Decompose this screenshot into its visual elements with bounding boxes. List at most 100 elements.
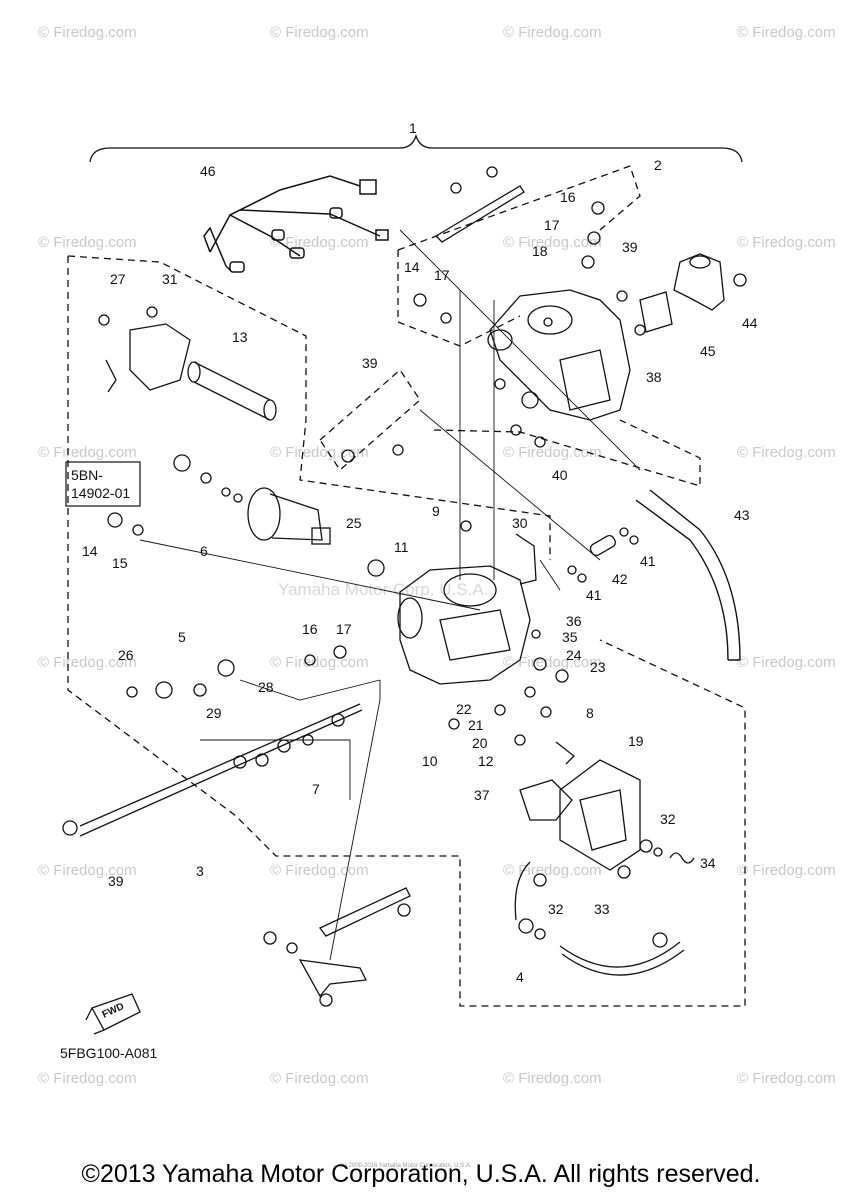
callout-7: 7 bbox=[312, 781, 320, 797]
watermark: © Firedog.com bbox=[38, 234, 137, 251]
callout-15: 15 bbox=[112, 555, 128, 571]
callout-17: 17 bbox=[336, 621, 352, 637]
callout-14: 14 bbox=[82, 543, 98, 559]
watermark: © Firedog.com bbox=[503, 862, 602, 879]
diaphragm bbox=[247, 487, 281, 541]
leader-lines bbox=[139, 229, 641, 961]
watermark: © Firedog.com bbox=[270, 654, 369, 671]
callout-34: 34 bbox=[700, 855, 716, 871]
callout-39: 39 bbox=[362, 355, 378, 371]
watermark: © Firedog.com bbox=[270, 862, 369, 879]
fuel-hose bbox=[635, 489, 741, 661]
callout-13: 13 bbox=[232, 329, 248, 345]
callout-26: 26 bbox=[118, 647, 134, 663]
watermark: © Firedog.com bbox=[503, 654, 602, 671]
accelerator-pump-cover bbox=[559, 759, 641, 871]
callout-30: 30 bbox=[512, 515, 528, 531]
watermark: © Firedog.com bbox=[38, 1070, 137, 1087]
callout-41: 41 bbox=[586, 587, 602, 603]
dashed-group-lines bbox=[67, 165, 746, 1007]
callout-12: 12 bbox=[478, 753, 494, 769]
watermark: © Firedog.com bbox=[503, 444, 602, 461]
callout-46: 46 bbox=[200, 163, 216, 179]
watermark: © Firedog.com bbox=[38, 654, 137, 671]
callout-42: 42 bbox=[612, 571, 628, 587]
throttle-shaft bbox=[79, 703, 363, 837]
assembly-brace bbox=[89, 133, 743, 163]
fwd-arrow-icon bbox=[85, 993, 141, 1035]
callout-4: 4 bbox=[516, 969, 524, 985]
callout-29: 29 bbox=[206, 705, 222, 721]
callout-36: 36 bbox=[566, 613, 582, 629]
callout-20: 20 bbox=[472, 735, 488, 751]
throttle-cam bbox=[519, 779, 573, 821]
main-carburetor-body bbox=[397, 565, 531, 685]
lower-bracket bbox=[318, 887, 411, 937]
callout-10: 10 bbox=[422, 753, 438, 769]
watermark: © Firedog.com bbox=[737, 444, 836, 461]
watermark: © Firedog.com bbox=[38, 862, 137, 879]
callout-38: 38 bbox=[646, 369, 662, 385]
callout-37: 37 bbox=[474, 787, 490, 803]
callout-44: 44 bbox=[742, 315, 758, 331]
callout-3: 3 bbox=[196, 863, 204, 879]
callout-24: 24 bbox=[566, 647, 582, 663]
callout-17: 17 bbox=[544, 217, 560, 233]
copyright-notice: ©2013 Yamaha Motor Corporation, U.S.A. A… bbox=[81, 1160, 761, 1188]
callout-1: 1 bbox=[409, 120, 417, 136]
callout-32: 32 bbox=[548, 901, 564, 917]
callout-27: 27 bbox=[110, 271, 126, 287]
callout-28: 28 bbox=[258, 679, 274, 695]
watermark: © Firedog.com bbox=[737, 654, 836, 671]
center-watermark: Yamaha Motor Corp. U.S.A. bbox=[278, 580, 489, 599]
callout-5: 5 bbox=[178, 629, 186, 645]
watermark: © Firedog.com bbox=[38, 444, 137, 461]
watermark: © Firedog.com bbox=[38, 24, 137, 41]
callout-2: 2 bbox=[654, 157, 662, 173]
callout-33: 33 bbox=[594, 901, 610, 917]
callout-numbers: 1 2 16 17 18 39 14 17 44 45 38 46 27 31 … bbox=[82, 120, 758, 985]
kit-label-line2: 14902-01 bbox=[71, 485, 131, 501]
watermark: © Firedog.com bbox=[503, 234, 602, 251]
watermark: © Firedog.com bbox=[737, 862, 836, 879]
smallprint: (c) 2000-2016 Yamaha Motor Corporation, … bbox=[340, 1163, 472, 1169]
callout-16: 16 bbox=[560, 189, 576, 205]
callout-39: 39 bbox=[108, 873, 124, 889]
watermark: © Firedog.com bbox=[270, 1070, 369, 1087]
callout-16: 16 bbox=[302, 621, 318, 637]
callout-18: 18 bbox=[532, 243, 548, 259]
callout-39: 39 bbox=[622, 239, 638, 255]
watermark: © Firedog.com bbox=[503, 1070, 602, 1087]
callout-23: 23 bbox=[590, 659, 606, 675]
top-carburetor-body bbox=[487, 289, 631, 421]
intake-manifold bbox=[673, 253, 725, 311]
callout-31: 31 bbox=[162, 271, 178, 287]
kit-label: 5BN- 14902-01 bbox=[71, 466, 130, 502]
callout-21: 21 bbox=[468, 717, 484, 733]
callout-14: 14 bbox=[404, 259, 420, 275]
callout-43: 43 bbox=[734, 507, 750, 523]
callout-8: 8 bbox=[586, 705, 594, 721]
callout-32: 32 bbox=[660, 811, 676, 827]
callout-6: 6 bbox=[200, 543, 208, 559]
diagram-code: 5FBG100-A081 bbox=[60, 1045, 158, 1061]
watermark: © Firedog.com bbox=[737, 234, 836, 251]
watermark: © Firedog.com bbox=[737, 1070, 836, 1087]
watermark: © Firedog.com bbox=[270, 444, 369, 461]
kit-label-box bbox=[65, 461, 141, 507]
callout-19: 19 bbox=[628, 733, 644, 749]
small-fasteners bbox=[98, 201, 747, 1007]
watermark: © Firedog.com bbox=[270, 24, 369, 41]
mounting-rail bbox=[434, 185, 525, 243]
fuel-line-4 bbox=[559, 941, 685, 976]
callout-45: 45 bbox=[700, 343, 716, 359]
watermark: © Firedog.com bbox=[503, 24, 602, 41]
callout-41: 41 bbox=[640, 553, 656, 569]
callout-9: 9 bbox=[432, 503, 440, 519]
callout-40: 40 bbox=[552, 467, 568, 483]
callout-35: 35 bbox=[562, 629, 578, 645]
watermark: © Firedog.com bbox=[270, 234, 369, 251]
kit-label-line1: 5BN- bbox=[71, 467, 103, 483]
callout-17: 17 bbox=[434, 267, 450, 283]
